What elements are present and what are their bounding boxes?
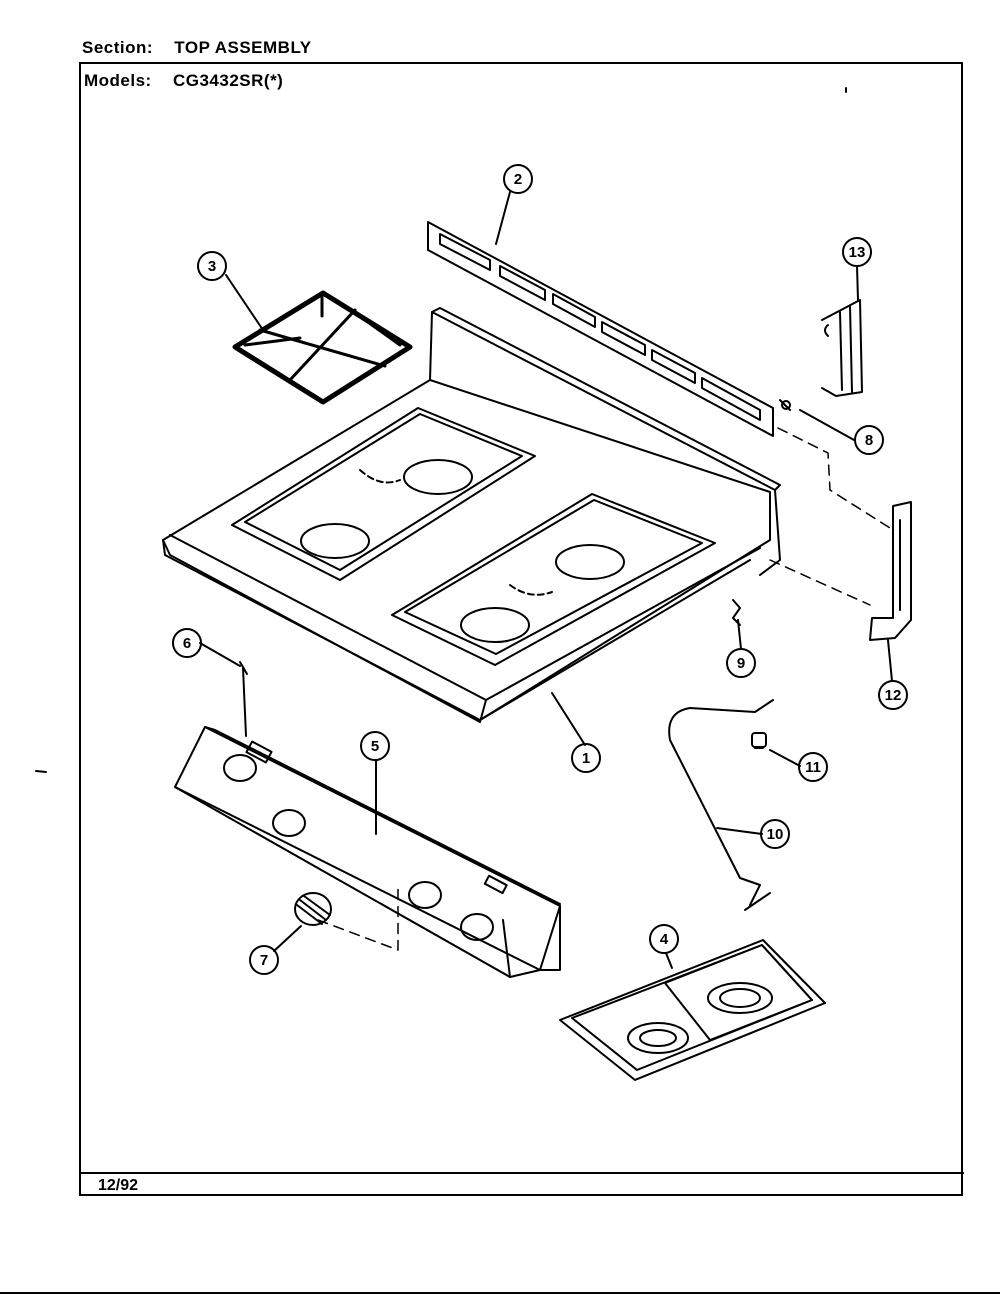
callout-12: 12 xyxy=(878,680,908,710)
control-knob xyxy=(294,892,332,926)
scan-marks xyxy=(35,87,847,773)
section-heading: Section: TOP ASSEMBLY xyxy=(82,38,312,58)
callout-5: 5 xyxy=(360,731,390,761)
leader-lines xyxy=(199,191,893,969)
screw-part-6 xyxy=(239,661,248,737)
drip-tray xyxy=(559,939,826,1081)
svg-text:10: 10 xyxy=(767,826,784,843)
footer-divider xyxy=(80,1172,964,1174)
svg-text:12: 12 xyxy=(885,687,902,704)
backguard-vent-strip xyxy=(427,221,774,437)
connector-part-11 xyxy=(751,732,767,749)
page-bottom-rule xyxy=(0,1292,1000,1294)
control-panel xyxy=(174,726,561,978)
clip-part-9 xyxy=(732,599,741,626)
section-label: Section: xyxy=(82,38,154,57)
callout-10: 10 xyxy=(760,819,790,849)
callout-8: 8 xyxy=(854,425,884,455)
callout-3: 3 xyxy=(197,251,227,281)
burner-grate xyxy=(232,290,413,405)
callout-7: 7 xyxy=(249,945,279,975)
svg-text:9: 9 xyxy=(737,655,745,672)
cooktop-main-top xyxy=(162,307,781,723)
callout-9: 9 xyxy=(726,648,756,678)
svg-text:2: 2 xyxy=(514,171,522,188)
callout-6: 6 xyxy=(172,628,202,658)
callout-bubbles: 1 2 3 4 5 6 7 8 xyxy=(172,164,908,975)
svg-text:11: 11 xyxy=(805,759,821,776)
svg-text:8: 8 xyxy=(865,432,873,449)
models-value: CG3432SR(*) xyxy=(172,71,284,90)
svg-text:3: 3 xyxy=(208,258,216,275)
callout-2: 2 xyxy=(503,164,533,194)
models-label: Models: xyxy=(84,71,152,90)
side-bracket xyxy=(869,501,912,641)
svg-text:5: 5 xyxy=(371,738,379,755)
screw-part-8 xyxy=(779,399,791,411)
svg-text:6: 6 xyxy=(183,635,191,652)
svg-text:7: 7 xyxy=(260,952,268,969)
callout-11: 11 xyxy=(798,752,828,782)
callout-4: 4 xyxy=(649,924,679,954)
callout-1: 1 xyxy=(571,743,601,773)
callout-13: 13 xyxy=(842,237,872,267)
diagram-frame xyxy=(79,62,963,1196)
svg-text:4: 4 xyxy=(660,931,669,948)
revision-date: 12/92 xyxy=(98,1177,139,1194)
assembly-lines xyxy=(317,427,891,951)
section-value: TOP ASSEMBLY xyxy=(174,38,312,57)
svg-text:13: 13 xyxy=(849,244,866,261)
wire-harness xyxy=(668,699,774,911)
svg-text:1: 1 xyxy=(582,750,590,767)
models-heading: Models: CG3432SR(*) xyxy=(84,71,283,91)
hinge-bracket xyxy=(821,299,863,397)
